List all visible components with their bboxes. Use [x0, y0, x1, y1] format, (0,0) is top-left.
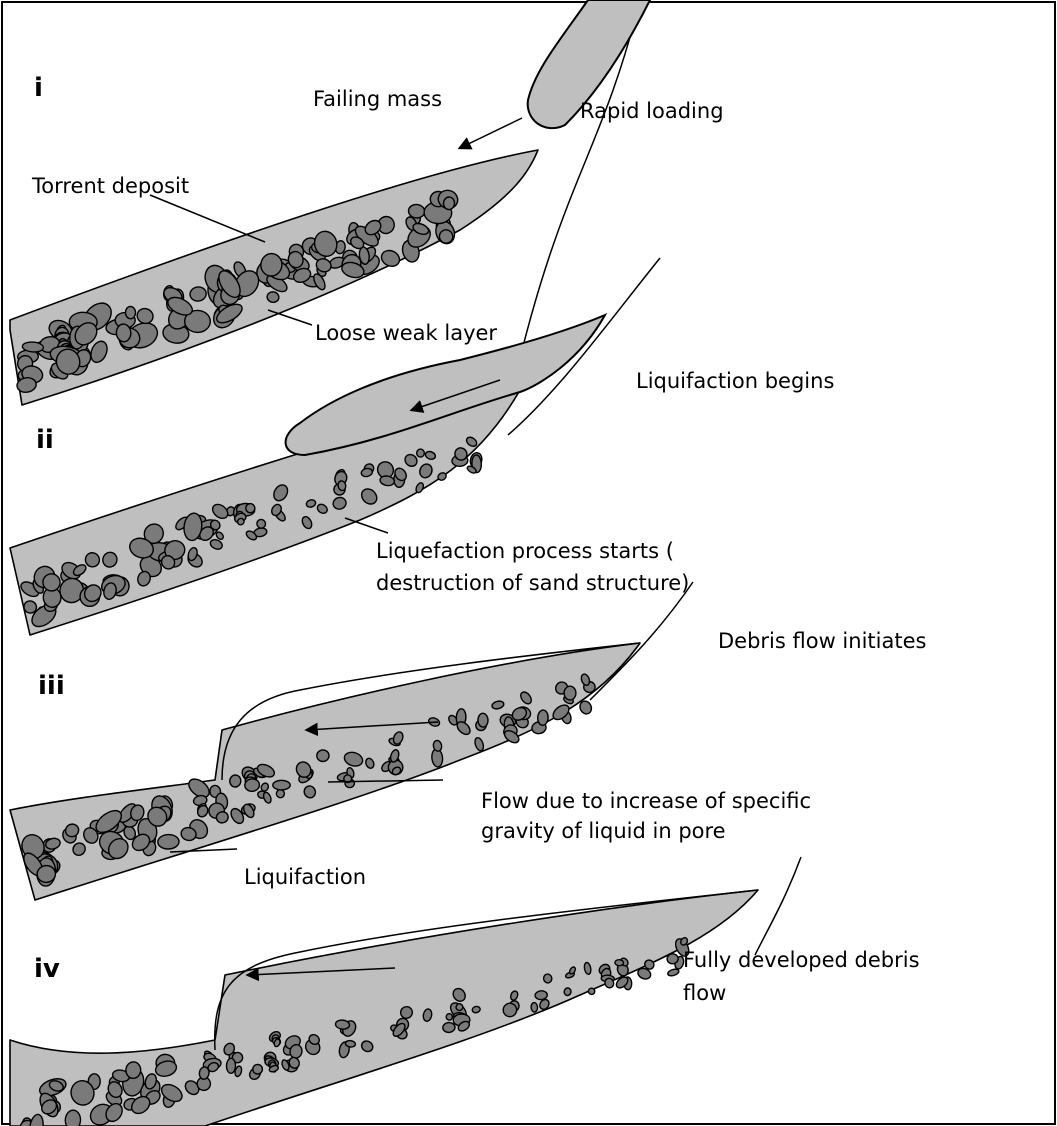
- fully-developed-label-line2: flow: [683, 981, 726, 1005]
- liquefaction-process-leader: [345, 518, 388, 533]
- pebble: [531, 1002, 538, 1012]
- pebble: [667, 968, 680, 977]
- torrent-deposit-leader: [150, 195, 265, 242]
- stage-iv-numeral: iv: [34, 954, 60, 984]
- debris-flow-initiates-label: Debris flow initiates: [718, 629, 926, 653]
- stage-ii-numeral: ii: [36, 425, 54, 455]
- pebble: [615, 960, 624, 966]
- liquifaction-begins-label: Liquifaction begins: [636, 369, 834, 393]
- pebble: [125, 1061, 141, 1079]
- flow-label-line2: gravity of liquid in pore: [481, 819, 726, 843]
- pebble: [417, 449, 425, 457]
- torrent-deposit-label: Torrent deposit: [31, 174, 189, 198]
- pebble: [226, 1058, 235, 1073]
- stage-iv: iv Fully developed debris flow: [10, 857, 920, 1126]
- pebble: [535, 990, 548, 1000]
- pebble: [229, 775, 241, 788]
- pebble: [537, 710, 548, 726]
- stage-i-motion-arrow: [460, 118, 522, 148]
- stage-iii-numeral: iii: [38, 671, 65, 701]
- pebble: [442, 1022, 455, 1033]
- pebble: [158, 834, 180, 849]
- pebble: [253, 1064, 263, 1074]
- stage-iii-deposit: [10, 643, 640, 900]
- pebble: [317, 750, 330, 762]
- pebble: [125, 306, 135, 319]
- stage-iii: iii Debris flow initiates Flow due to in…: [10, 582, 926, 900]
- fully-developed-label-line1: Fully developed debris: [683, 948, 920, 972]
- pebble: [443, 197, 455, 210]
- pebble: [446, 1013, 453, 1020]
- liquefaction-process-label-line2: destruction of sand structure): [376, 571, 689, 595]
- pebble: [245, 503, 255, 513]
- pebble: [37, 865, 57, 883]
- flow-label-line1: Flow due to increase of specific: [481, 789, 811, 813]
- stage-iv-slope-line: [755, 857, 801, 955]
- pebble: [244, 778, 259, 791]
- failing-mass-label: Failing mass: [313, 87, 442, 111]
- rapid-loading-label: Rapid loading: [580, 99, 724, 123]
- liquefaction-process-label-line1: Liquefaction process starts (: [376, 539, 674, 563]
- stage-i: i Failing mass Rapid loading Torrent dep…: [10, 0, 724, 405]
- stage-i-numeral: i: [34, 73, 43, 103]
- pebble: [564, 686, 576, 700]
- pebble: [273, 780, 290, 790]
- pebble: [667, 953, 679, 964]
- pebble: [478, 713, 488, 727]
- liquifaction-label: Liquifaction: [244, 865, 366, 889]
- loose-weak-layer-label: Loose weak layer: [315, 321, 497, 345]
- loose-weak-layer-leader: [268, 310, 312, 325]
